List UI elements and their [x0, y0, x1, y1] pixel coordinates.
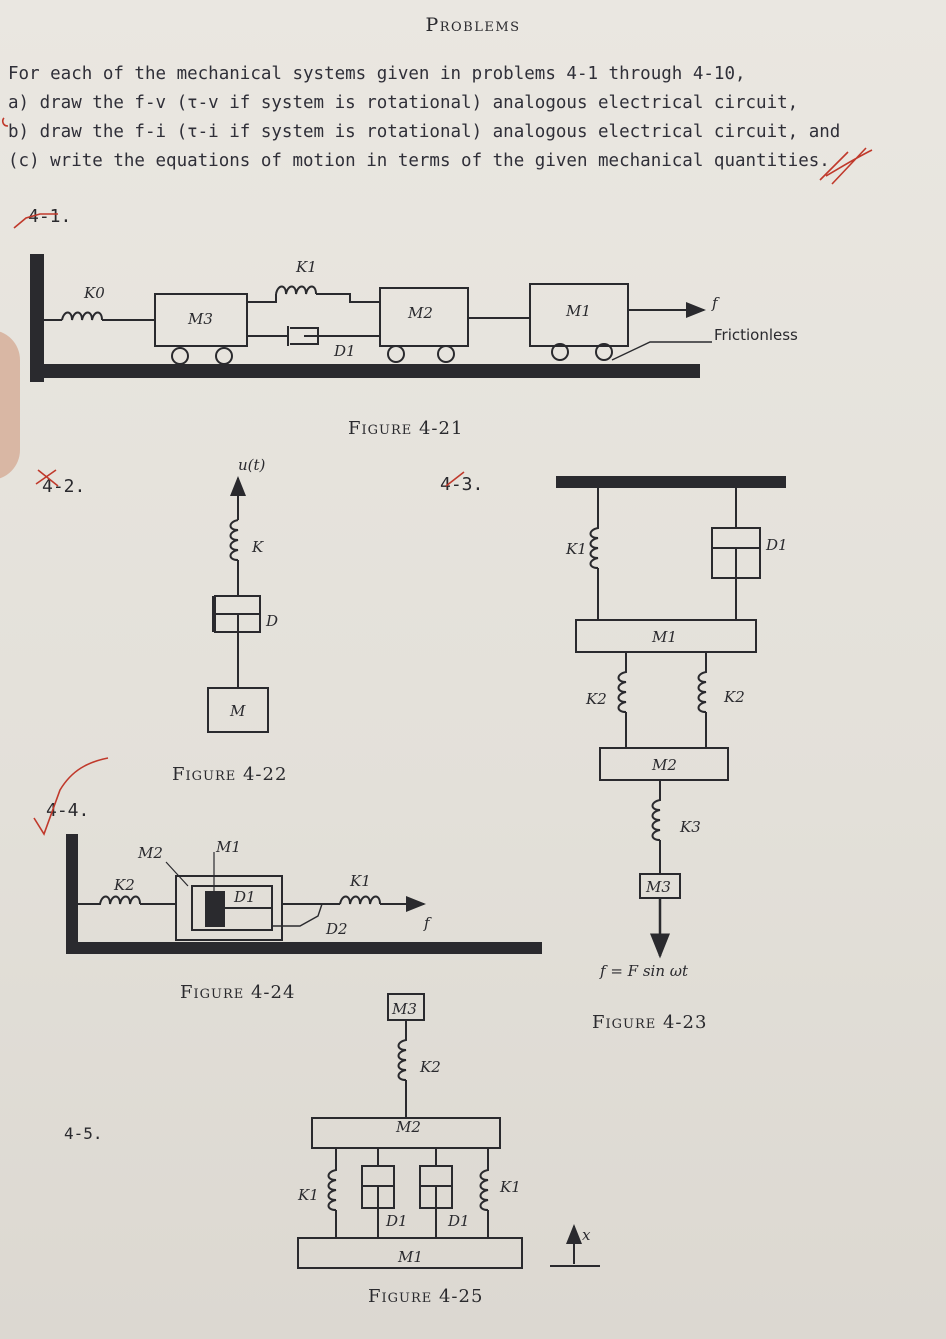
label-k1: K1	[499, 1178, 521, 1196]
label-k2: K2	[419, 1058, 441, 1076]
label-m1: M1	[651, 628, 677, 646]
label-k1: K1	[297, 1186, 319, 1204]
problem-label: 4-3.	[440, 474, 484, 495]
figure-4-23	[556, 476, 786, 959]
label-f: f	[423, 914, 432, 932]
label-m2: M2	[407, 304, 433, 322]
figure-4-21	[30, 254, 712, 382]
label-x: x	[582, 1226, 591, 1244]
figure-caption: Figure 4-24	[180, 982, 296, 1003]
figure-caption: Figure 4-25	[368, 1286, 484, 1307]
label-d1: D1	[333, 342, 356, 360]
label-m1: M1	[565, 302, 591, 320]
figure-4-22	[207, 476, 269, 733]
problem-label: 4-1.	[28, 206, 72, 227]
label-k3: K3	[679, 818, 701, 836]
label-d2: D2	[325, 920, 348, 938]
label-k1: K1	[565, 540, 587, 558]
instruction-line: For each of the mechanical systems given…	[8, 64, 746, 84]
thumb	[0, 330, 20, 480]
label-m3: M3	[391, 1000, 417, 1018]
label-k0: K0	[83, 284, 105, 302]
figure-caption: Figure 4-22	[172, 764, 288, 785]
label-k2: K2	[585, 690, 607, 708]
label-k: K	[251, 538, 264, 556]
label-frictionless: Frictionless	[714, 326, 798, 344]
label-d1: D1	[447, 1212, 470, 1230]
label-d1: D1	[765, 536, 788, 554]
figure-4-25	[297, 993, 600, 1269]
label-m: M	[229, 702, 246, 720]
label-d: D	[265, 612, 278, 630]
instruction-line: b) draw the f-i (τ-i if system is rotati…	[8, 122, 841, 142]
label-k2: K2	[723, 688, 745, 706]
label-d1: D1	[233, 888, 256, 906]
instructions: For each of the mechanical systems given…	[8, 60, 888, 176]
label-m1: M1	[397, 1248, 423, 1266]
label-k1: K1	[349, 872, 371, 890]
label-m3: M3	[187, 310, 213, 328]
problem-label: 4-4.	[46, 800, 90, 821]
problem-label: 4-5.	[64, 1124, 103, 1143]
label-k2: K2	[113, 876, 135, 894]
pen-marks	[2, 117, 873, 836]
label-m1: M1	[215, 838, 241, 856]
label-m2: M2	[137, 844, 163, 862]
figure-caption: Figure 4-23	[592, 1012, 708, 1033]
label-u: u(t)	[238, 456, 266, 474]
instruction-line: (c) write the equations of motion in ter…	[8, 151, 830, 171]
label-d1: D1	[385, 1212, 408, 1230]
label-m3: M3	[645, 878, 671, 896]
label-f: f	[711, 294, 720, 312]
label-m2: M2	[651, 756, 677, 774]
figure-caption: Figure 4-21	[348, 418, 464, 439]
page-heading: Problems	[425, 14, 521, 36]
label-k1: K1	[295, 258, 317, 276]
label-m2: M2	[395, 1118, 421, 1136]
label-force: f = F sin ωt	[599, 962, 689, 980]
instruction-line: a) draw the f-v (τ-v if system is rotati…	[8, 93, 799, 113]
figure-4-24	[66, 834, 542, 954]
